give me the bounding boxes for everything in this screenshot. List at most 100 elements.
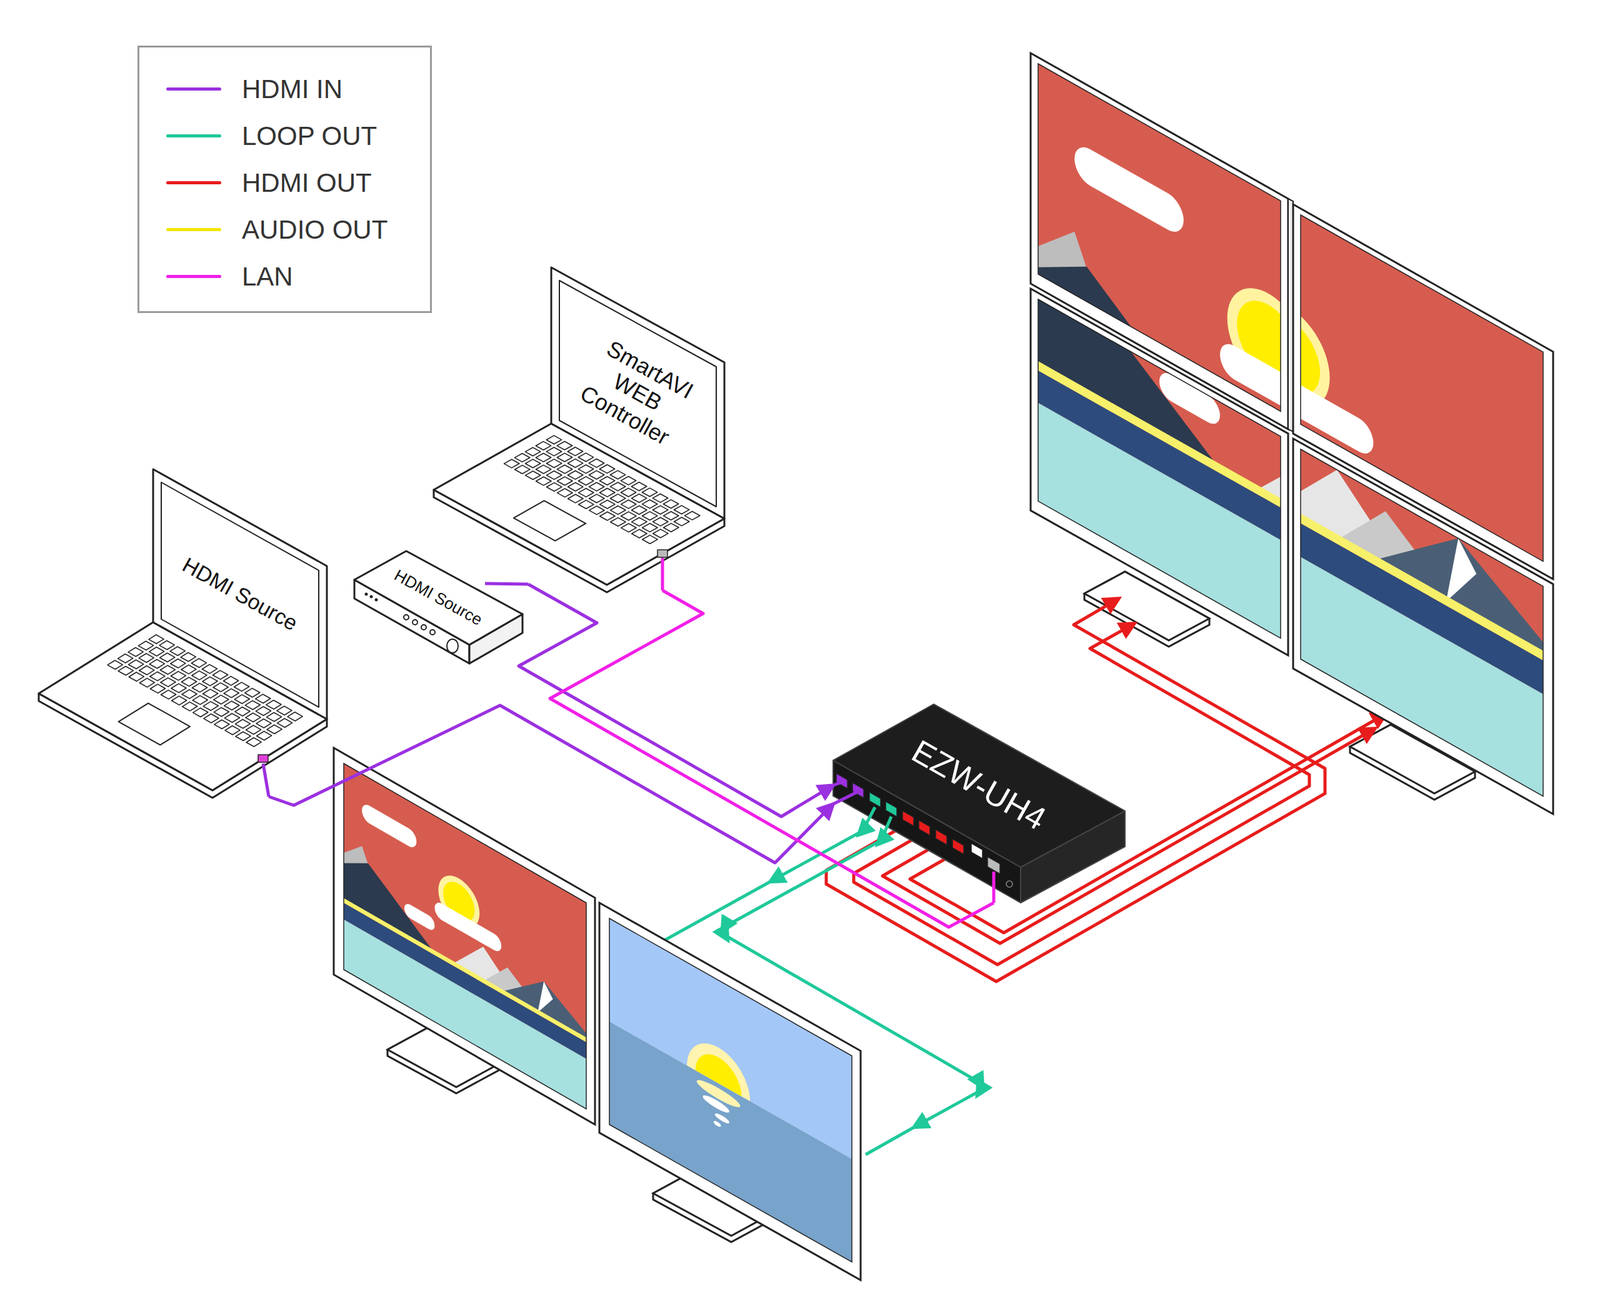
matrix-device xyxy=(833,704,1125,904)
monitor xyxy=(333,748,595,1125)
laptop xyxy=(160,653,175,662)
monitor xyxy=(343,763,587,1110)
laptop xyxy=(201,665,217,674)
device-label: HDMI Source xyxy=(391,566,486,630)
laptop xyxy=(180,653,196,662)
loop-out-cable xyxy=(725,816,980,1155)
port-stub xyxy=(833,791,859,805)
laptop xyxy=(225,726,240,735)
laptop xyxy=(255,706,271,716)
controller-laptop: SmartAVI WEB Controller xyxy=(431,262,729,591)
legend-swatch xyxy=(166,87,222,91)
laptop xyxy=(128,660,144,669)
laptop xyxy=(149,660,165,669)
laptop xyxy=(235,719,250,729)
laptop xyxy=(556,453,572,462)
laptop xyxy=(568,494,584,504)
laptop xyxy=(631,517,647,527)
laptop xyxy=(589,506,605,515)
laptop xyxy=(107,660,123,670)
laptop xyxy=(433,267,725,593)
monitor xyxy=(333,748,595,1125)
laptop xyxy=(161,482,319,708)
laptop xyxy=(514,453,530,463)
laptop xyxy=(578,500,594,510)
laptop xyxy=(245,688,260,698)
laptop xyxy=(263,763,269,797)
laptop xyxy=(556,441,572,450)
legend-swatch xyxy=(166,275,222,279)
hdmi-in-cable xyxy=(268,705,834,864)
laptop xyxy=(214,720,230,729)
laptop xyxy=(610,482,625,492)
monitor xyxy=(1300,449,1544,797)
laptop xyxy=(600,511,615,521)
monitor xyxy=(599,903,861,1281)
laptop xyxy=(567,482,583,492)
laptop xyxy=(599,465,615,474)
hdmi-source-box xyxy=(354,551,523,664)
monitor xyxy=(1058,102,1554,815)
laptop xyxy=(245,713,261,722)
laptop xyxy=(171,696,187,705)
laptop xyxy=(546,447,562,457)
laptop xyxy=(653,529,669,539)
laptop xyxy=(610,494,625,504)
laptop xyxy=(599,476,615,486)
laptop xyxy=(235,707,250,717)
monitor xyxy=(1038,299,1281,639)
laptop xyxy=(266,725,282,734)
laptop xyxy=(160,678,176,687)
laptop xyxy=(256,731,272,741)
laptop xyxy=(224,713,240,723)
laptop xyxy=(203,689,219,699)
laptop xyxy=(128,647,144,657)
laptop xyxy=(128,672,144,682)
legend-text: AUDIO OUT xyxy=(241,215,388,245)
laptop xyxy=(266,700,282,710)
legend-row: LOOP OUT xyxy=(139,112,430,160)
laptop xyxy=(266,712,282,722)
laptop xyxy=(150,671,165,681)
laptop xyxy=(588,470,604,480)
laptop xyxy=(631,506,647,515)
laptop xyxy=(657,550,668,558)
laptop xyxy=(181,677,197,687)
laptop xyxy=(139,678,155,688)
monitor xyxy=(609,918,852,1263)
laptop xyxy=(610,506,626,515)
laptop xyxy=(620,488,636,497)
laptop xyxy=(191,671,207,680)
laptop xyxy=(148,635,164,644)
laptop xyxy=(620,500,636,509)
laptop xyxy=(557,488,573,498)
laptop xyxy=(578,476,594,486)
laptop xyxy=(556,476,572,486)
laptop xyxy=(223,676,239,686)
laptop xyxy=(203,714,219,724)
laptop xyxy=(235,731,251,741)
laptop xyxy=(567,471,583,480)
monitor xyxy=(609,918,852,1263)
legend-row: HDMI OUT xyxy=(139,159,430,207)
matrix-device xyxy=(918,820,930,836)
laptop xyxy=(245,700,260,710)
laptop xyxy=(525,471,540,480)
matrix-device xyxy=(935,830,947,845)
laptop xyxy=(224,701,240,710)
monitor xyxy=(1300,449,1544,797)
laptop xyxy=(287,712,303,722)
laptop xyxy=(513,500,586,541)
laptop xyxy=(588,494,604,504)
hdmi-source-box xyxy=(354,551,523,645)
legend-swatch xyxy=(166,228,222,232)
laptop xyxy=(170,659,186,669)
laptop xyxy=(234,682,250,692)
laptop xyxy=(535,441,551,451)
port-stub xyxy=(833,782,842,786)
hdmi-source-box xyxy=(421,625,427,630)
laptop xyxy=(171,683,187,693)
matrix-device xyxy=(987,856,1000,874)
laptop xyxy=(276,718,292,728)
monitor xyxy=(1300,449,1544,797)
